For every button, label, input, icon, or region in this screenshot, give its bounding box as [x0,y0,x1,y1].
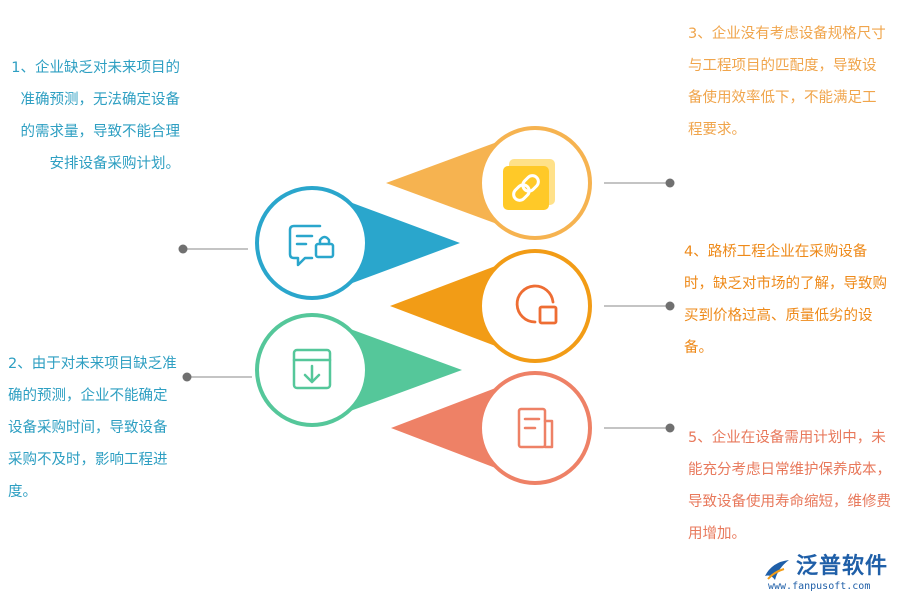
item-2-text: 2、由于对未来项目缺乏准确的预测，企业不能确定设备采购时间，导致设备采购不及时，… [8,356,177,500]
item-3-text: 3、企业没有考虑设备规格尺寸与工程项目的匹配度，导致设备使用效率低下，不能满足工… [688,26,886,138]
brand-logo: 泛普软件 www.fanpusoft.com [762,552,894,596]
pie-chart-icon [515,284,558,325]
connector-5-dot [665,423,675,433]
node-4 [390,249,592,363]
link-icon [503,159,555,210]
message-lock-icon [288,224,335,267]
connector-4-dot [665,301,675,311]
brand-name: 泛普软件 [796,554,889,579]
node-3 [386,126,592,240]
item-4-text: 4、路桥工程企业在采购设备时，缺乏对市场的了解，导致购买到价格过高、质量低劣的设… [684,244,887,356]
item-1-text: 1、企业缺乏对未来项目的准确预测，无法确定设备的需求量，导致不能合理安排设备采购… [11,60,180,172]
download-box-icon [292,348,332,390]
node-1 [255,186,460,300]
connector-3-dot [665,178,675,188]
document-icon [517,407,554,449]
connectors [178,178,675,433]
connector-1-dot [178,244,188,254]
fanpu-logo-icon [765,560,789,580]
connector-2-dot [182,372,192,382]
node-1-disc [255,186,369,300]
node-5 [391,371,592,485]
brand-url: www.fanpusoft.com [768,581,871,592]
item-5-text: 5、企业在设备需用计划中，未能充分考虑日常维护保养成本，导致设备使用寿命缩短，维… [688,430,891,542]
node-2 [255,313,462,427]
node-4-disc [478,249,592,363]
